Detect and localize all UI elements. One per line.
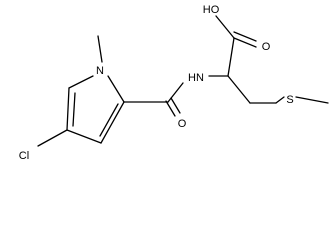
atom-label-s: S xyxy=(286,94,293,106)
bond-carbonyl-o xyxy=(165,100,176,117)
bond-c2-c3 xyxy=(66,87,70,131)
bond-c3-c4 xyxy=(66,129,102,144)
atom-label-oh: HO xyxy=(203,4,220,16)
molecule-structure: HO O HN N O S Cl xyxy=(19,4,329,162)
bond-n-c5 xyxy=(107,75,125,103)
bond-c2-c3-double xyxy=(72,92,76,127)
atom-label-acid-o: O xyxy=(262,41,271,53)
bond-n-methyl xyxy=(97,35,103,63)
bonds xyxy=(37,15,329,147)
bond-c3-cl xyxy=(37,129,68,147)
bond-carbonyl-nh xyxy=(167,82,184,103)
bond-cacid-o-double xyxy=(233,31,257,42)
atom-label-nh: HN xyxy=(188,72,204,84)
bond-calpha-cacid xyxy=(227,37,235,77)
atom-label-cl: Cl xyxy=(19,150,29,162)
atom-label-pyrrole-n: N xyxy=(96,65,104,77)
bond-cacid-oh xyxy=(215,15,235,39)
bond-calpha-cbeta xyxy=(227,75,251,104)
bond-cacid-o xyxy=(233,37,257,48)
bond-c4-c5 xyxy=(100,101,125,144)
bond-n-c2 xyxy=(68,75,94,89)
atom-label-amide-o: O xyxy=(178,118,187,130)
bond-cgamma-s xyxy=(275,96,285,104)
bond-s-methyl xyxy=(295,96,329,104)
bond-c4-c5-double xyxy=(99,103,119,137)
atom-labels: HO O HN N O S Cl xyxy=(19,4,294,162)
bond-carbonyl-o-double xyxy=(170,97,181,114)
